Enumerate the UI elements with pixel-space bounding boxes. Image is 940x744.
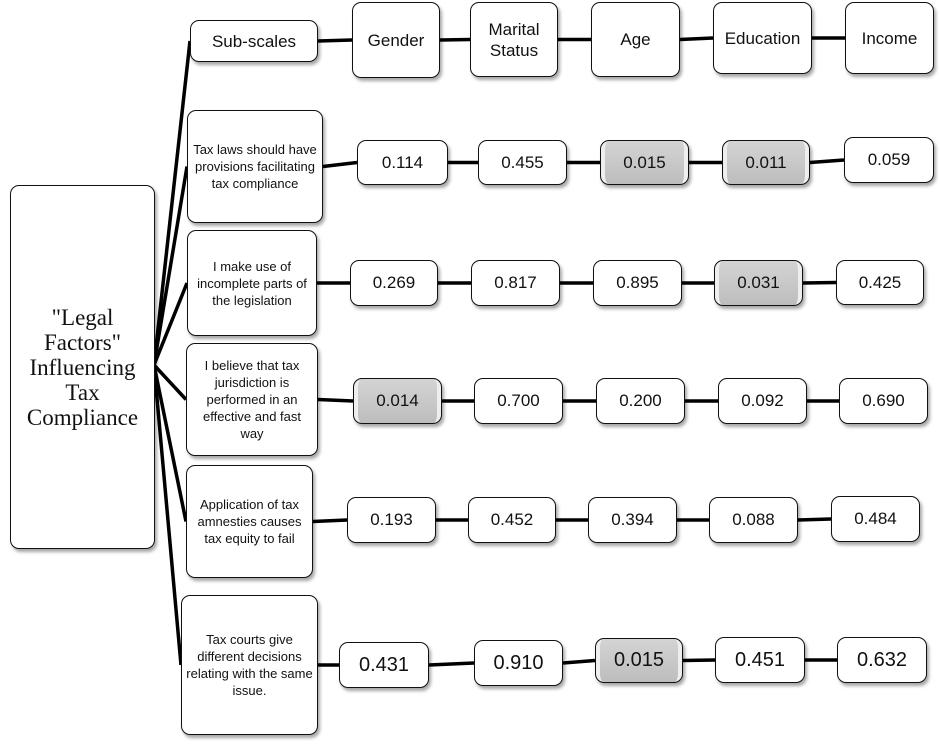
significant-value-cell-text: 0.015	[613, 649, 665, 671]
connector	[428, 661, 475, 667]
row-label-2: I make use of incomplete parts of the le…	[187, 230, 317, 336]
row-label-1-text: Tax laws should have provisions facilita…	[193, 142, 317, 191]
row-label-4-text: Application of tax amnesties causes tax …	[197, 497, 302, 546]
value-cell-text: 0.451	[734, 648, 786, 671]
significant-value-cell: 0.015	[595, 638, 683, 683]
connector	[682, 658, 716, 663]
value-cell: 0.484	[831, 496, 920, 542]
significant-value-cell: 0.014	[353, 378, 442, 424]
column-header-gender: Gender	[352, 2, 440, 78]
column-header-gender-text: Gender	[367, 30, 425, 50]
value-cell-text: 0.425	[858, 272, 902, 292]
value-cell-text: 0.632	[856, 648, 908, 671]
connector	[322, 160, 358, 169]
value-cell: 0.200	[596, 378, 685, 424]
significant-value-cell-text: 0.011	[745, 152, 787, 172]
value-cell: 0.425	[836, 260, 924, 305]
significant-value-cell: 0.015	[600, 140, 689, 185]
connector	[797, 517, 832, 522]
column-header-income-text: Income	[861, 28, 918, 48]
column-header-age-text: Age	[620, 30, 651, 49]
value-cell: 0.114	[357, 140, 448, 185]
column-header-marital-status-text: Marital Status	[488, 19, 540, 60]
value-cell-text: 0.817	[494, 273, 537, 292]
value-cell-text: 0.484	[854, 509, 897, 528]
value-cell: 0.895	[593, 260, 682, 306]
significant-value-cell-text: 0.014	[376, 391, 419, 410]
row-label-2-text: I make use of incomplete parts of the le…	[197, 258, 307, 308]
value-cell-text: 0.700	[497, 391, 540, 410]
significant-value-cell: 0.011	[722, 140, 810, 185]
value-cell: 0.193	[347, 497, 436, 543]
value-cell-text: 0.431	[358, 653, 410, 676]
branch-line-row-4	[152, 364, 188, 522]
row-label-4: Application of tax amnesties causes tax …	[186, 465, 313, 578]
value-cell: 0.690	[839, 378, 928, 424]
column-header-education: Education	[713, 2, 812, 74]
row-label-1: Tax laws should have provisions facilita…	[187, 110, 323, 223]
main-title: "Legal Factors" Influencing Tax Complian…	[26, 304, 139, 430]
subscales-header: Sub-scales	[190, 20, 318, 62]
value-cell: 0.455	[478, 140, 567, 185]
connector	[809, 158, 845, 165]
significant-value-cell-text: 0.015	[623, 152, 666, 172]
value-cell: 0.088	[709, 497, 798, 543]
value-cell-text: 0.193	[370, 510, 413, 529]
row-label-5: Tax courts give different decisions rela…	[181, 595, 318, 735]
value-cell-text: 0.114	[381, 152, 424, 172]
connector	[317, 397, 354, 403]
connector	[317, 38, 353, 43]
value-cell: 0.700	[474, 378, 563, 424]
value-cell-text: 0.269	[372, 273, 416, 292]
value-cell: 0.451	[715, 637, 805, 683]
branch-line-row-1	[152, 166, 189, 366]
value-cell: 0.632	[837, 637, 927, 683]
value-cell-text: 0.088	[732, 510, 775, 529]
branch-line-row-5	[152, 364, 183, 666]
value-cell-text: 0.690	[862, 391, 905, 410]
branch-line-header	[152, 40, 192, 366]
connector	[312, 518, 348, 524]
branch-line-row-3	[152, 363, 188, 401]
branch-line-row-2	[152, 282, 189, 366]
connector	[679, 36, 714, 42]
main-topic-box: "Legal Factors" Influencing Tax Complian…	[10, 185, 155, 549]
connector	[562, 658, 596, 665]
value-cell-text: 0.394	[611, 510, 654, 529]
value-cell: 0.817	[471, 260, 560, 306]
value-cell-text: 0.452	[490, 510, 534, 529]
column-header-income: Income	[845, 2, 934, 74]
significant-value-cell-text: 0.031	[737, 273, 780, 292]
value-cell: 0.910	[474, 640, 563, 686]
value-cell-text: 0.910	[493, 651, 544, 674]
subscales-header-text: Sub-scales	[211, 31, 297, 51]
row-label-5-text: Tax courts give different decisions rela…	[186, 632, 313, 698]
value-cell-text: 0.895	[616, 273, 659, 292]
value-cell-text: 0.059	[867, 150, 911, 169]
value-cell: 0.059	[844, 137, 934, 183]
connector	[439, 37, 471, 42]
value-cell-text: 0.200	[619, 391, 662, 410]
value-cell-text: 0.455	[501, 152, 544, 172]
value-cell: 0.431	[339, 642, 429, 688]
row-label-3: I believe that tax jurisdiction is perfo…	[186, 343, 318, 456]
column-header-age: Age	[591, 2, 680, 77]
row-label-3-text: I believe that tax jurisdiction is perfo…	[202, 358, 302, 441]
value-cell: 0.269	[350, 260, 438, 306]
connector	[802, 280, 837, 285]
value-cell: 0.092	[718, 378, 807, 424]
significant-value-cell: 0.031	[714, 260, 803, 306]
value-cell-text: 0.092	[741, 391, 784, 410]
column-header-education-text: Education	[724, 28, 801, 48]
column-header-marital-status: Marital Status	[470, 2, 558, 77]
value-cell: 0.452	[468, 497, 556, 543]
value-cell: 0.394	[588, 497, 677, 543]
